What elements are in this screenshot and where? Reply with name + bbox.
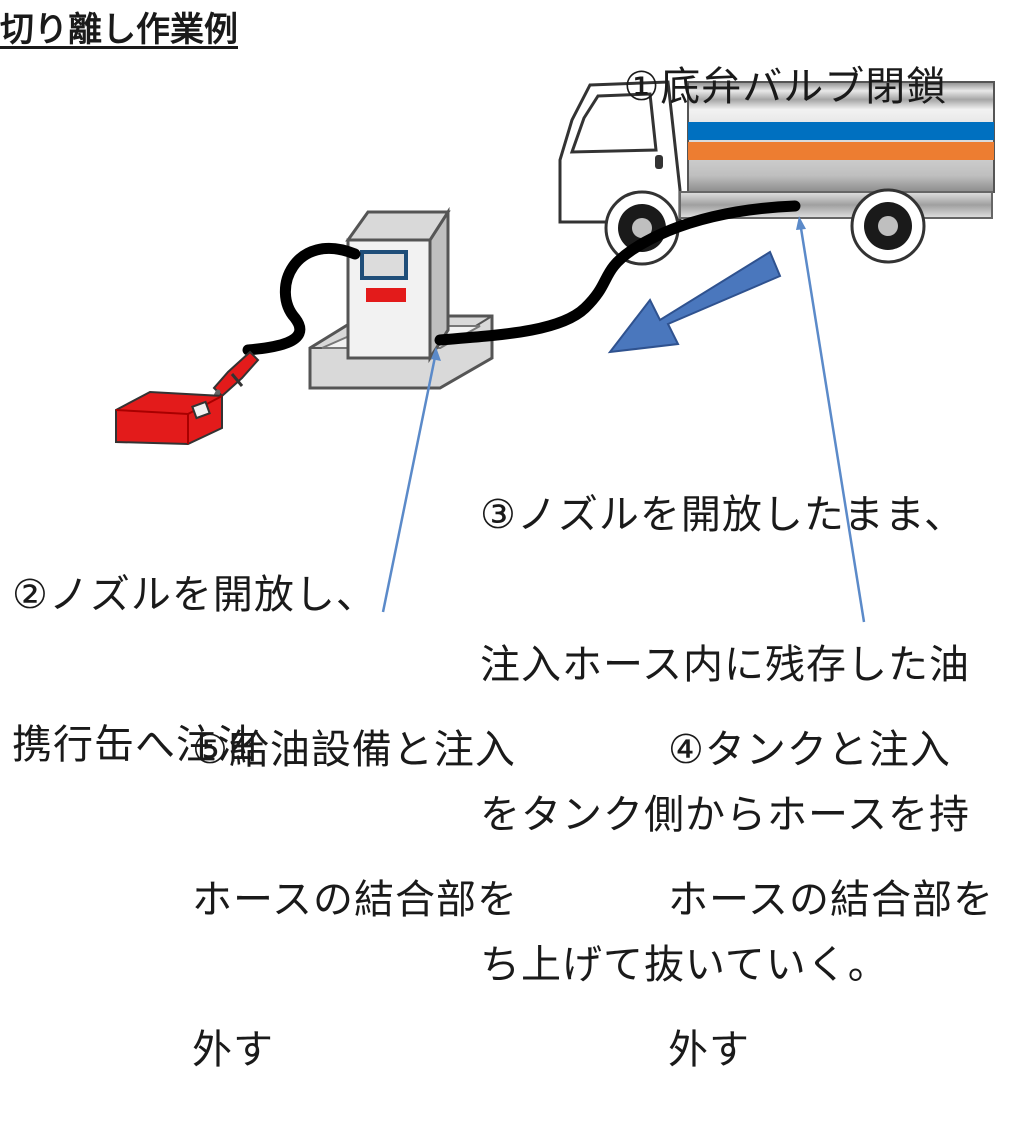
hose-nozzle-side (242, 242, 361, 356)
step2-label: ②ノズルを開放し、 携行缶へ注油 (12, 470, 377, 820)
portable-can (115, 390, 223, 446)
dispenser-display (360, 250, 408, 280)
step1-label: ①底弁バルブ閉鎖 (596, 12, 947, 112)
step4-line1: ④タンクと注入 (668, 727, 951, 773)
tank-stripe-orange (688, 142, 994, 160)
step3-line2: 注入ホース内に残存した油 (480, 642, 970, 688)
step4-label: ④タンクと注入 ホースの結合部を 外す (668, 625, 994, 1125)
step5-line3: 外す (192, 1027, 274, 1073)
truck-window (569, 92, 658, 154)
step1-text: ①底弁バルブ閉鎖 (623, 64, 948, 110)
step2-line1: ②ノズルを開放し、 (12, 572, 377, 618)
leader-line-step5 (381, 351, 438, 613)
injection-hose (434, 200, 801, 346)
step5-line1: ⑤給油設備と注入 (192, 727, 516, 773)
fuel-dispenser (308, 206, 494, 390)
leader-arrowhead-step5 (431, 347, 441, 361)
truck-door-handle (655, 155, 663, 169)
step5-label: ⑤給油設備と注入 ホースの結合部を 外す (192, 625, 518, 1125)
truck-rear-wheel (850, 188, 926, 264)
step3-line1: ③ノズルを開放したまま、 (480, 492, 966, 538)
diagram-canvas (115, 80, 995, 623)
page-title: 切り離し作業例 (0, 10, 238, 50)
leader-arrowhead-step4 (796, 216, 806, 230)
tank-stripe-blue (688, 122, 994, 140)
step5-line2: ホースの結合部を (192, 877, 518, 923)
direction-arrow (607, 250, 782, 354)
step4-line2: ホースの結合部を (668, 877, 994, 923)
step4-line3: 外す (668, 1027, 750, 1073)
dispenser-red-panel (366, 288, 406, 302)
dispenser-top (345, 210, 451, 242)
tank-truck (558, 80, 995, 266)
leader-line-step4 (798, 221, 866, 623)
step2-line2: 携行缶へ注油 (12, 722, 258, 768)
